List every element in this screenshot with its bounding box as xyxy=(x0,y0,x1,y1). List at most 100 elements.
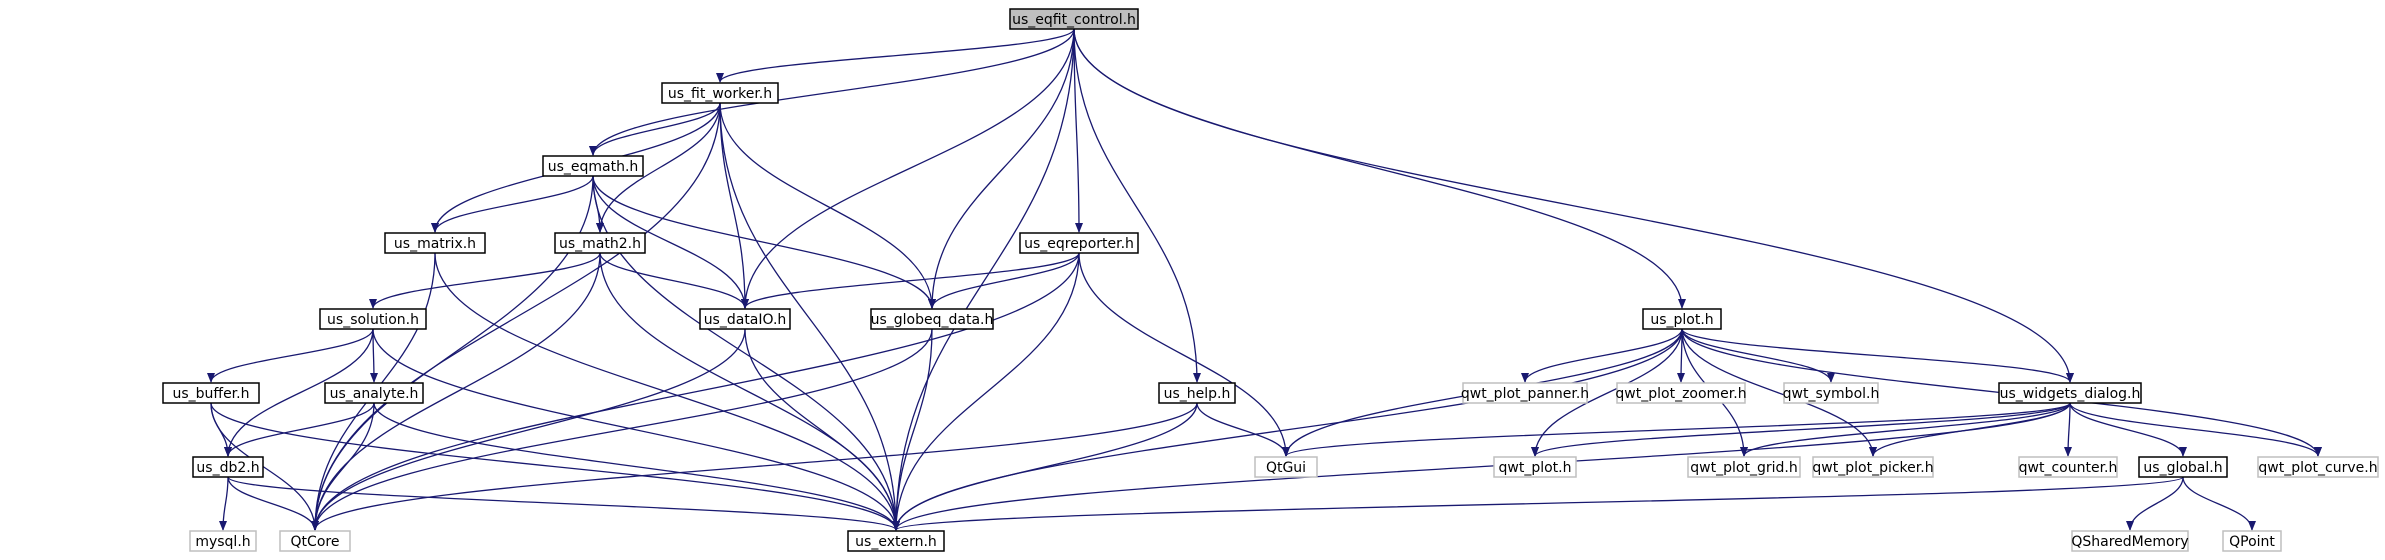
node-box xyxy=(2257,456,2379,478)
edge-us-fit-worker-to-us-eqmath xyxy=(589,102,721,156)
node-box xyxy=(1783,382,1879,404)
node-us-solution[interactable]: us_solution.h xyxy=(319,308,427,330)
node-box xyxy=(1998,382,2142,404)
node-us-eqfit-control[interactable]: us_eqfit_control.h xyxy=(1009,8,1139,30)
node-box xyxy=(1812,456,1934,478)
edge-us-plot-to-qwt-symbol xyxy=(1681,328,1835,383)
edge-us-matrix-to-us-extern xyxy=(434,252,900,531)
edge-us-eqfit-control-to-us-fit-worker xyxy=(716,28,1075,83)
node-label: QtCore xyxy=(291,534,340,550)
edge-us-eqreporter-to-us-globeq-data xyxy=(928,252,1080,309)
node-mysql: mysql.h xyxy=(189,530,257,552)
node-box xyxy=(1493,456,1577,478)
node-label: us_help.h xyxy=(1164,386,1231,402)
node-qwt-counter: qwt_counter.h xyxy=(2018,456,2118,478)
node-us-analyte[interactable]: us_analyte.h xyxy=(324,382,424,404)
edge-us-buffer-to-us-extern xyxy=(210,402,900,531)
edge-us-eqfit-control-to-us-widgets-dialog xyxy=(1073,28,2074,383)
edge-us-eqmath-to-us-extern xyxy=(592,175,900,531)
edge-us-eqmath-to-us-dataio xyxy=(592,175,749,309)
edge-us-analyte-to-us-db2 xyxy=(224,402,375,457)
node-label: QSharedMemory xyxy=(2071,534,2188,550)
edge-us-globeq-data-to-qtcore xyxy=(311,328,933,531)
node-us-fit-worker[interactable]: us_fit_worker.h xyxy=(661,82,779,104)
node-us-eqmath[interactable]: us_eqmath.h xyxy=(542,155,644,177)
node-box xyxy=(2071,530,2189,552)
node-us-buffer[interactable]: us_buffer.h xyxy=(162,382,260,404)
node-label: us_solution.h xyxy=(327,312,419,328)
edge-us-db2-to-mysql xyxy=(219,476,229,531)
node-us-plot[interactable]: us_plot.h xyxy=(1642,308,1722,330)
edge-us-help-to-qtgui xyxy=(1196,402,1290,457)
node-box xyxy=(1642,308,1722,330)
node-label: us_global.h xyxy=(2143,460,2222,476)
edge-us-math2-to-us-dataio xyxy=(599,252,749,309)
node-us-math2[interactable]: us_math2.h xyxy=(554,232,646,254)
edge-us-eqmath-to-us-matrix xyxy=(431,175,594,233)
edge-us-eqfit-control-to-us-extern xyxy=(892,28,1075,531)
node-qwt-plot: qwt_plot.h xyxy=(1493,456,1577,478)
node-qwt-plot-grid: qwt_plot_grid.h xyxy=(1687,456,1801,478)
edge-us-eqfit-control-to-us-eqreporter xyxy=(1073,28,1083,233)
node-label: qwt_plot_panner.h xyxy=(1461,386,1589,402)
node-us-globeq-data[interactable]: us_globeq_data.h xyxy=(870,308,994,330)
edge-us-solution-to-us-db2 xyxy=(224,328,374,457)
node-label: us_globeq_data.h xyxy=(871,312,994,328)
node-box xyxy=(1158,382,1236,404)
edge-us-eqreporter-to-us-extern xyxy=(892,252,1080,531)
edge-us-eqmath-to-qtcore xyxy=(311,175,594,531)
node-box xyxy=(2018,456,2118,478)
node-qwt-plot-zoomer: qwt_plot_zoomer.h xyxy=(1615,382,1747,404)
edge-us-eqreporter-to-us-dataio xyxy=(741,252,1080,309)
node-box xyxy=(542,155,644,177)
node-us-matrix[interactable]: us_matrix.h xyxy=(384,232,486,254)
header-nodes: us_eqfit_control.h us_fit_worker.h us_eqma… xyxy=(162,8,2379,552)
edge-us-analyte-to-us-extern xyxy=(373,402,900,531)
node-qwt-plot-curve: qwt_plot_curve.h xyxy=(2257,456,2379,478)
node-box xyxy=(162,382,260,404)
node-box xyxy=(870,308,994,330)
node-us-global[interactable]: us_global.h xyxy=(2138,456,2228,478)
edge-us-plot-to-us-widgets-dialog xyxy=(1681,328,2074,383)
node-label: us_eqreporter.h xyxy=(1024,236,1134,252)
edge-us-eqfit-control-to-us-dataio xyxy=(741,28,1075,309)
node-label: qwt_plot_grid.h xyxy=(1690,460,1797,476)
node-label: us_fit_worker.h xyxy=(668,86,772,102)
edge-us-db2-to-us-extern xyxy=(227,476,900,531)
edge-us-eqreporter-to-qtgui xyxy=(1078,252,1290,457)
edge-us-plot-to-qwt-plot-picker xyxy=(1681,328,1877,457)
node-us-widgets-dialog[interactable]: us_widgets_dialog.h xyxy=(1998,382,2142,404)
node-label: mysql.h xyxy=(195,534,250,550)
edge-us-analyte-to-qtcore xyxy=(311,402,375,531)
edge-us-eqfit-control-to-us-eqmath xyxy=(589,28,1075,156)
node-us-help[interactable]: us_help.h xyxy=(1158,382,1236,404)
node-box xyxy=(554,232,646,254)
edge-us-widgets-dialog-to-qtgui xyxy=(1282,402,2071,457)
node-label: qwt_counter.h xyxy=(2019,460,2118,476)
node-us-eqreporter[interactable]: us_eqreporter.h xyxy=(1019,232,1139,254)
node-us-dataio[interactable]: us_dataIO.h xyxy=(699,308,791,330)
dependency-edges xyxy=(207,28,2322,531)
node-box xyxy=(2222,530,2282,552)
node-box xyxy=(1019,232,1139,254)
node-box xyxy=(1254,456,1318,478)
edge-us-dataio-to-us-extern xyxy=(744,328,900,531)
node-label: QtGui xyxy=(1266,460,1306,476)
node-box xyxy=(1687,456,1801,478)
node-us-extern[interactable]: us_extern.h xyxy=(847,530,945,552)
node-label: us_eqmath.h xyxy=(548,159,639,175)
node-us-db2[interactable]: us_db2.h xyxy=(192,456,264,478)
node-label: us_widgets_dialog.h xyxy=(2000,386,2141,402)
node-label: us_analyte.h xyxy=(330,386,419,402)
node-box xyxy=(1009,8,1139,30)
node-box xyxy=(189,530,257,552)
node-qpoint: QPoint xyxy=(2222,530,2282,552)
edge-us-fit-worker-to-us-math2 xyxy=(596,102,721,233)
node-label: us_matrix.h xyxy=(394,236,476,252)
node-qtgui: QtGui xyxy=(1254,456,1318,478)
node-label: qwt_plot_zoomer.h xyxy=(1615,386,1746,402)
node-label: us_dataIO.h xyxy=(704,312,787,328)
node-box xyxy=(2138,456,2228,478)
node-label: us_math2.h xyxy=(559,236,641,252)
node-label: us_eqfit_control.h xyxy=(1012,12,1136,28)
